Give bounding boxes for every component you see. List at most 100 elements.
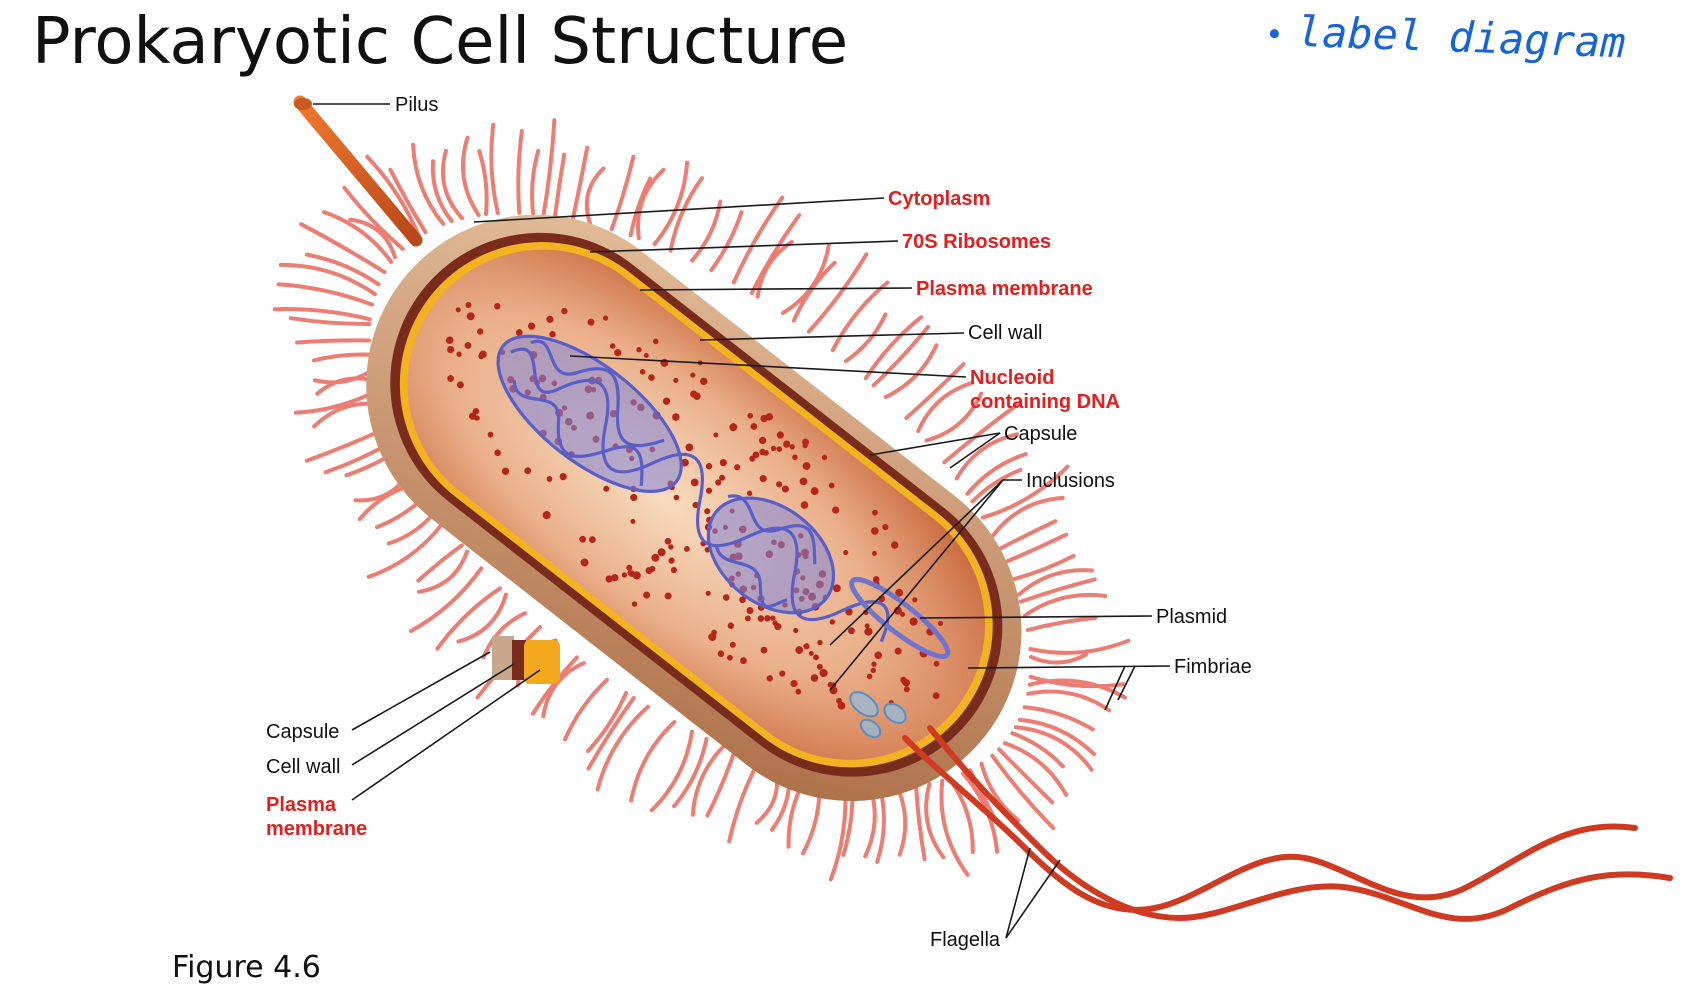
ribosome-dot [872, 509, 878, 516]
ribosome-dot [776, 446, 783, 452]
fimbria-hair [477, 149, 489, 217]
fimbria-hair [272, 307, 372, 322]
ribosome-dot [819, 668, 828, 678]
nucleoid-dna [496, 334, 890, 643]
label-flagella: Flagella [930, 929, 1001, 951]
ribosome-dot [902, 679, 911, 687]
label-capsule-left: Capsule [266, 721, 339, 743]
ribosome-dot [672, 413, 680, 421]
fimbria-hair [731, 195, 785, 285]
ribosome-dot [602, 315, 609, 321]
ribosome-dot [870, 667, 876, 674]
fimbria-hair [1028, 652, 1088, 665]
ribosome-dot [684, 546, 690, 552]
ribosome-dot [546, 315, 554, 323]
fimbria-hair [1017, 717, 1096, 757]
ribosome-dot [746, 607, 754, 615]
ribosome-dot [903, 686, 910, 693]
fimbria-hair [1019, 577, 1097, 604]
label-plasmid: Plasmid [1156, 606, 1227, 628]
ribosome-dot [664, 592, 672, 600]
ribosome-dot [487, 431, 494, 438]
fimbria-hair [705, 749, 737, 818]
ribosome-dot [789, 444, 795, 450]
fimbria-hair [806, 252, 869, 334]
ribosome-dot [690, 372, 696, 378]
ribosome-dot [790, 679, 798, 688]
fimbria-hair [904, 362, 966, 421]
ribosome-dot [455, 307, 461, 313]
fimbria-hair [411, 142, 446, 226]
ribosome-dot [715, 479, 722, 486]
ribosome-dot [630, 518, 636, 524]
fimbria-hair [530, 148, 541, 216]
ribosome-dot [609, 343, 616, 349]
fimbria-hair [791, 260, 837, 323]
ribosome-dot [864, 627, 873, 636]
ribosome-dot [776, 431, 784, 439]
ribosome-dot [795, 646, 804, 654]
ribosome-dot [670, 566, 678, 574]
ribosome-dot [605, 575, 613, 583]
ribosome-dot [549, 331, 556, 338]
fimbria-hair [305, 252, 381, 287]
fimbria-hair [456, 592, 508, 644]
ribosome-dot [649, 565, 656, 572]
ribosome-dot [636, 346, 642, 353]
ribosome-dot [937, 620, 944, 627]
ribosome-dot [719, 474, 726, 481]
ribosome-dot [680, 458, 689, 467]
ribosome-dot [542, 511, 551, 520]
ribosome-dot [705, 590, 711, 596]
ribosome-dot [882, 523, 889, 531]
ribosome-dot [739, 596, 746, 604]
ribosome-dot [704, 508, 711, 515]
fimbria-hair [322, 210, 394, 264]
fimbria-hair [416, 543, 464, 583]
fimbria-hair [965, 452, 1028, 496]
ribosome-dot [651, 553, 660, 562]
ribosome-dot [664, 538, 672, 545]
fimbria-hair [991, 495, 1065, 538]
fimbria-hair [1028, 674, 1126, 689]
ribosome-dot [727, 654, 733, 661]
ribosome-dot [630, 493, 638, 502]
fimbria-hair [1026, 689, 1112, 713]
label-inclusions: Inclusions [1026, 470, 1115, 492]
fimbria-hair [365, 154, 421, 239]
ribosome-dot [774, 622, 782, 631]
ribosome-dot [912, 597, 918, 603]
fimbria-hair [883, 343, 939, 400]
ribosome-dot [795, 688, 802, 695]
ribosome-dot [810, 674, 819, 682]
fimbria-hair [441, 148, 464, 221]
ribosome-dot [524, 467, 532, 475]
ribosome-dot [685, 443, 694, 452]
ribosome-dot [770, 445, 777, 452]
fimbria-hair [1013, 725, 1094, 772]
ribosome-dot [759, 448, 766, 456]
ribosome-dot [800, 501, 809, 509]
ribosome-dot [614, 349, 622, 357]
ribosome-dot [456, 381, 464, 389]
ribosome-dot [783, 440, 791, 448]
ribosome-dot [652, 338, 659, 345]
ribosome-dot [626, 564, 633, 571]
ribosome-dot [690, 390, 698, 398]
fimbria-hair [629, 720, 677, 803]
fimbria-hair [844, 312, 888, 363]
ribosome-dot [643, 352, 649, 358]
label-nucleoid-line1: Nucleoid [970, 367, 1054, 389]
ribosome-dot [933, 660, 940, 667]
ribosome-dot [848, 627, 855, 635]
fimbria-hair [914, 783, 927, 862]
label-plasma-membrane-left-line2: membrane [266, 818, 367, 840]
fimbria-hair [311, 352, 372, 363]
ribosome-dot [817, 639, 823, 646]
ribosome-dot [561, 307, 568, 315]
ribosome-dot [700, 377, 708, 385]
label-cell-wall-left: Cell wall [266, 756, 340, 778]
ribosome-dot [895, 588, 904, 597]
